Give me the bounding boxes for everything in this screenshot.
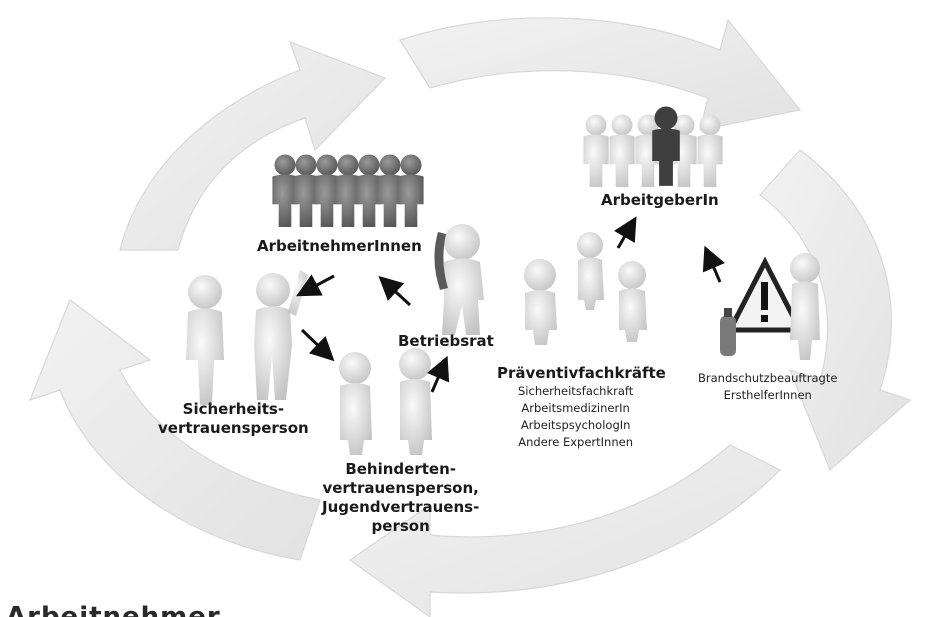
label-brandschutz: Brandschutzbeauftragte ErsthelferInnen — [698, 370, 837, 404]
praeventiv-item: ArbeitspsychologIn — [520, 418, 631, 432]
label-betriebsrat: Betriebsrat — [398, 332, 494, 350]
employer-figure — [697, 114, 723, 187]
label-bvp-line3: Jugendvertrauens- — [322, 498, 480, 516]
worker-group-figures — [272, 154, 424, 227]
works-council-figure — [434, 224, 484, 335]
fire-extinguisher-icon — [720, 316, 736, 356]
prevention-specialist-figures — [524, 232, 647, 345]
worker-figure — [293, 154, 319, 227]
cycle-arrows — [28, 17, 912, 617]
footer-cut-text: Arbeitnehmer — [6, 602, 221, 617]
fire-safety-figure — [720, 253, 820, 360]
praeventiv-list: Sicherheitsfachkraft ArbeitsmedizinerIn … — [518, 383, 633, 451]
label-bvp-line1: Behinderten- — [345, 460, 456, 478]
worker-figure — [335, 154, 361, 227]
label-arbeitnehmer: ArbeitnehmerInnen — [257, 237, 422, 255]
employer-figure — [609, 114, 635, 187]
label-sicherheitsvertrauensperson: Sicherheits- vertrauensperson — [158, 400, 309, 438]
phone-icon — [434, 232, 448, 290]
praeventiv-item: Sicherheitsfachkraft — [518, 384, 634, 398]
disability-rep-figures — [339, 348, 432, 455]
employer-figure — [583, 114, 609, 187]
label-svp-line1: Sicherheits- — [182, 400, 285, 418]
brandschutz-line2: ErsthelferInnen — [723, 388, 812, 402]
label-bvp-line2: vertrauensperson, — [322, 479, 479, 497]
cycle-arrow-bottom — [348, 444, 782, 617]
worker-figure — [314, 154, 340, 227]
praeventiv-item: ArbeitsmedizinerIn — [521, 401, 630, 415]
cycle-arrow-right — [759, 149, 912, 472]
label-praeventivfachkraefte: Präventivfachkräfte — [497, 364, 666, 382]
employer-figure-lead — [652, 106, 680, 186]
worker-figure — [356, 154, 382, 227]
worker-figure — [398, 154, 424, 227]
cycle-arrow-left — [28, 299, 321, 561]
worker-figure — [272, 154, 298, 227]
cycle-arrow-topleft — [119, 40, 387, 251]
worker-figure — [377, 154, 403, 227]
employer-group-figures — [583, 106, 723, 187]
label-svp-line2: vertrauensperson — [158, 419, 309, 437]
cycle-arrow-top — [399, 17, 802, 131]
label-behindertenvertrauensperson: Behinderten- vertrauensperson, Jugendver… — [322, 460, 479, 536]
relation-arrows — [296, 216, 725, 393]
praeventiv-item: Andere ExpertInnen — [518, 435, 634, 449]
label-bvp-line4: person — [371, 517, 430, 535]
brandschutz-line1: Brandschutzbeauftragte — [698, 371, 838, 385]
safety-rep-figures — [186, 270, 308, 405]
label-arbeitgeber: ArbeitgeberIn — [601, 191, 719, 209]
